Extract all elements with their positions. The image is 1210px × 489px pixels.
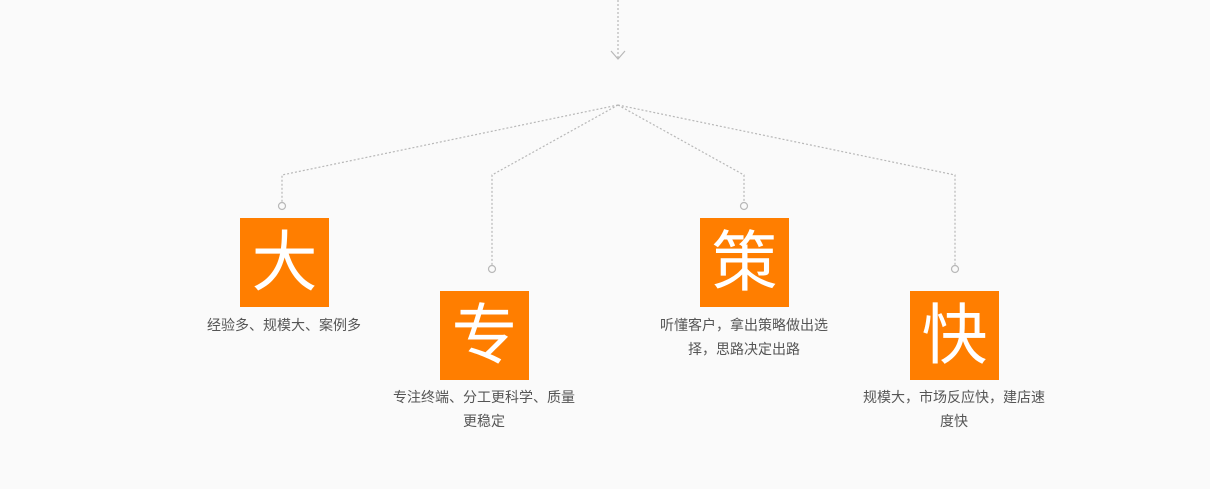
branch-line-da (281, 104, 619, 203)
caption-ce: 听懂客户，拿出策略做出选 择，思路决定出路 (644, 314, 844, 362)
node-dot-kuai (950, 264, 960, 274)
caption-zhuan-line2: 更稳定 (463, 414, 505, 430)
node-dot-zhuan (487, 264, 497, 274)
node-dot-ce (739, 201, 749, 211)
tile-zhuan: 专 (440, 291, 529, 380)
caption-kuai-line2: 度快 (940, 414, 968, 430)
caption-kuai-line1: 规模大，市场反应快，建店速 (863, 390, 1045, 406)
caption-ce-line2: 择，思路决定出路 (688, 342, 800, 358)
tile-kuai: 快 (910, 291, 999, 380)
caption-da: 经验多、规模大、案例多 (184, 314, 384, 338)
branch-line-kuai (617, 104, 956, 266)
caption-ce-line1: 听懂客户，拿出策略做出选 (660, 318, 828, 334)
node-dot-da (277, 201, 287, 211)
arrow-down-icon (610, 50, 626, 60)
branch-line-ce (617, 104, 745, 203)
tile-ce: 策 (700, 218, 789, 307)
caption-zhuan: 专注终端、分工更科学、质量 更稳定 (384, 386, 584, 434)
tile-da: 大 (240, 218, 329, 307)
branch-line-zhuan (491, 104, 619, 266)
caption-kuai: 规模大，市场反应快，建店速 度快 (854, 386, 1054, 434)
caption-zhuan-line1: 专注终端、分工更科学、质量 (393, 390, 575, 406)
caption-da-line1: 经验多、规模大、案例多 (207, 318, 361, 334)
